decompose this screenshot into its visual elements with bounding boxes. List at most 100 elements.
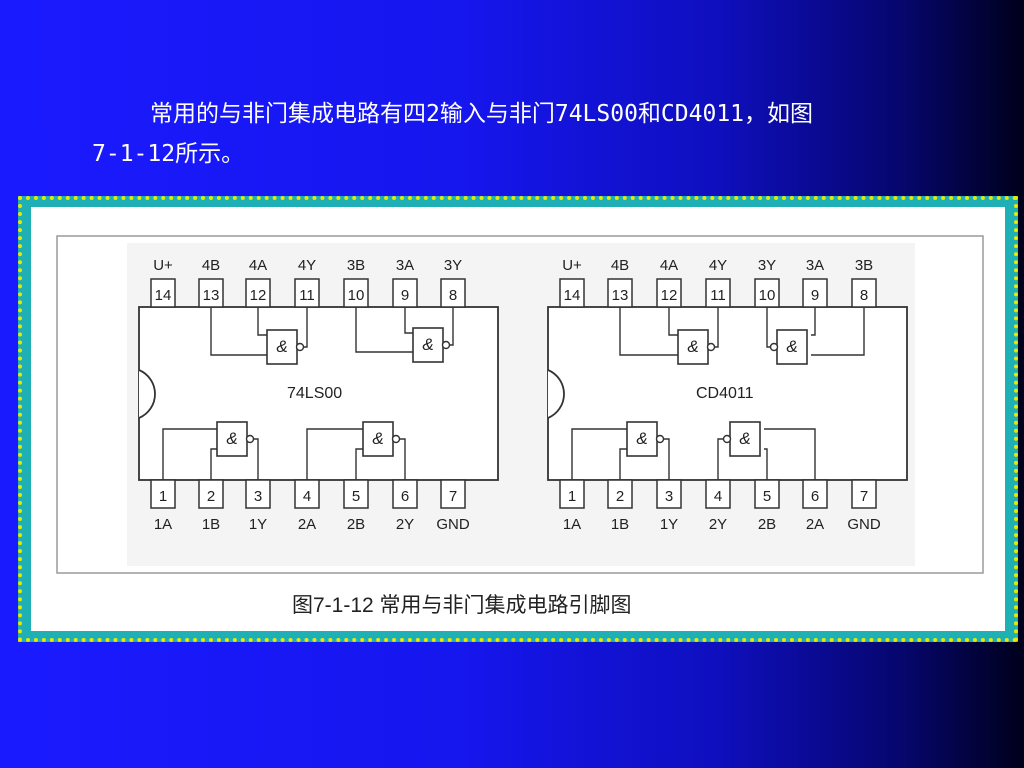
pin-number-6: 6 [811, 488, 819, 505]
intro-line-1: 常用的与非门集成电路有四2输入与非门74LS00和CD4011，如图 [92, 94, 952, 134]
pin-number-10: 10 [759, 287, 776, 304]
pin-number-11: 11 [299, 287, 315, 304]
pin-box-6 [802, 479, 828, 509]
intro-text: 常用的与非门集成电路有四2输入与非门74LS00和CD4011，如图 7-1-1… [92, 94, 952, 174]
pin-label-5: 2B [758, 516, 776, 533]
intro-line-1-text: 常用的与非门集成电路有四2输入与非门74LS00和CD4011，如图 [150, 101, 814, 127]
wire [404, 307, 413, 334]
pin-label-6: 2A [806, 516, 824, 533]
pin-label-8: 3B [855, 257, 873, 274]
gate-body [362, 421, 394, 457]
pin-label-13: 4B [202, 257, 220, 274]
chips-layer: 74LS0014U+134B124A114Y103B93A83Y11A21B31… [138, 257, 908, 533]
pin-number-7: 7 [449, 488, 457, 505]
wire [257, 307, 267, 336]
gate-symbol: & [739, 429, 750, 448]
pin-box-14 [559, 278, 585, 308]
nand-gate: & [626, 421, 665, 457]
pin-label-3: 1Y [660, 516, 678, 533]
wire [619, 307, 678, 356]
intro-line-2: 7-1-12所示。 [92, 141, 245, 167]
pin-label-6: 2Y [396, 516, 414, 533]
chip-body [547, 306, 908, 481]
pin-number-1: 1 [159, 488, 167, 505]
wire [619, 448, 627, 480]
pin-box-8 [851, 278, 877, 308]
pinout-diagram: 74LS0014U+134B124A114Y103B93A83Y11A21B31… [56, 235, 984, 617]
wire [668, 307, 678, 336]
pin-label-2: 1B [202, 516, 220, 533]
diagram-inner-border [56, 235, 984, 574]
nand-gate: & [412, 327, 451, 363]
pin-box-4 [294, 479, 320, 509]
pin-label-11: 4Y [709, 257, 727, 274]
nand-gate: & [216, 421, 255, 457]
pin-box-6 [392, 479, 418, 509]
pin-box-7 [440, 479, 466, 509]
wire [571, 428, 627, 480]
nand-gate: & [769, 329, 808, 365]
pin-number-9: 9 [401, 287, 409, 304]
pin-number-4: 4 [714, 488, 722, 505]
gate-inversion-bubble [441, 340, 451, 350]
pin-label-7: GND [436, 516, 470, 533]
pin-number-5: 5 [763, 488, 771, 505]
pin-number-6: 6 [401, 488, 409, 505]
gate-body [266, 329, 298, 365]
pin-box-5 [343, 479, 369, 509]
pin-box-11 [705, 278, 731, 308]
pin-box-7 [851, 479, 877, 509]
wire [210, 448, 217, 480]
wire [210, 307, 267, 356]
gate-inversion-bubble [706, 342, 716, 352]
pin-box-14 [150, 278, 176, 308]
pin-number-13: 13 [612, 287, 629, 304]
wire [306, 428, 363, 480]
pin-number-10: 10 [348, 287, 365, 304]
wire [398, 438, 406, 480]
pin-number-1: 1 [568, 488, 576, 505]
pin-label-13: 4B [611, 257, 629, 274]
pin-label-4: 2Y [709, 516, 727, 533]
pin-box-12 [656, 278, 682, 308]
pin-number-2: 2 [616, 488, 624, 505]
pin-box-8 [440, 278, 466, 308]
pin-label-5: 2B [347, 516, 365, 533]
pin-number-13: 13 [203, 287, 220, 304]
wire [764, 448, 768, 480]
wire [162, 428, 217, 480]
nand-gate: & [722, 421, 761, 457]
pin-label-3: 1Y [249, 516, 267, 533]
pin-label-9: 3A [806, 257, 824, 274]
wire [764, 428, 816, 480]
pin-label-11: 4Y [298, 257, 316, 274]
pin-label-14: U+ [153, 257, 173, 274]
chip-notch [547, 369, 565, 419]
pin-box-2 [198, 479, 224, 509]
pin-number-9: 9 [811, 287, 819, 304]
pin-box-2 [607, 479, 633, 509]
chip-name-label: CD4011 [696, 385, 754, 402]
chip-notch [138, 369, 156, 419]
pin-number-14: 14 [155, 287, 172, 304]
gate-body [677, 329, 709, 365]
pin-label-10: 3B [347, 257, 365, 274]
pin-number-12: 12 [661, 287, 678, 304]
nand-gate: & [266, 329, 305, 365]
pin-number-12: 12 [250, 287, 267, 304]
pin-box-11 [294, 278, 320, 308]
pin-number-7: 7 [860, 488, 868, 505]
gate-inversion-bubble [722, 434, 732, 444]
pin-box-10 [754, 278, 780, 308]
wire [355, 307, 413, 353]
wire [811, 307, 865, 356]
pin-box-10 [343, 278, 369, 308]
pin-label-1: 1A [154, 516, 172, 533]
pin-number-8: 8 [860, 287, 868, 304]
pin-box-1 [150, 479, 176, 509]
pin-box-4 [705, 479, 731, 509]
pin-label-2: 1B [611, 516, 629, 533]
pin-label-8: 3Y [444, 257, 462, 274]
pin-label-7: GND [847, 516, 881, 533]
